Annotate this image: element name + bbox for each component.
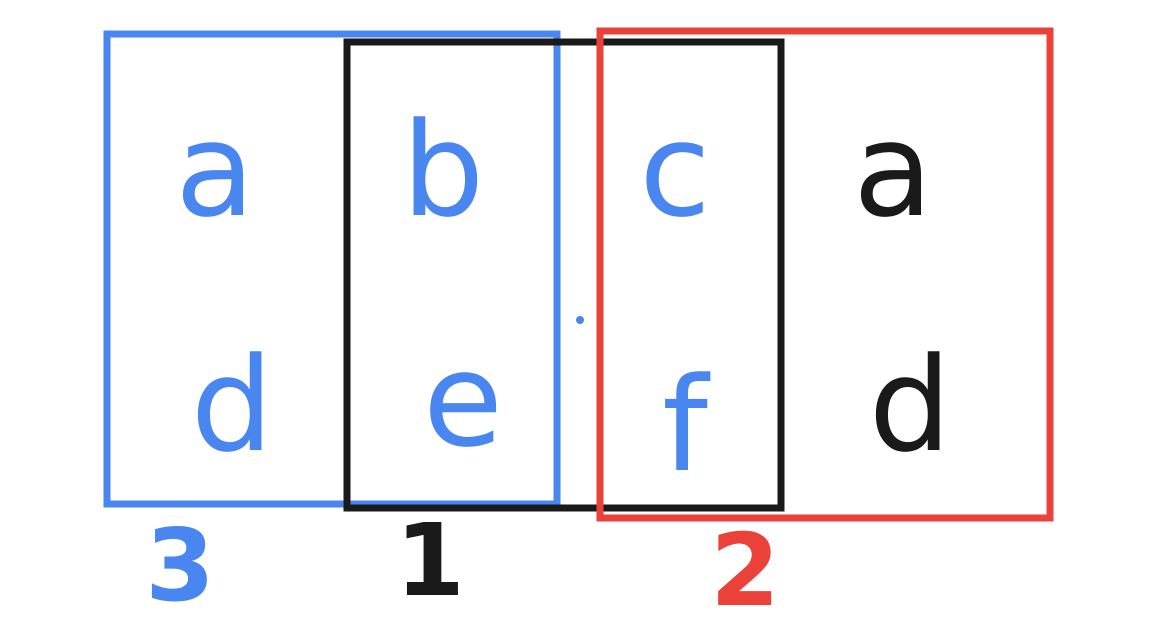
letter-top-1: a <box>175 94 255 246</box>
letter-top-4: a <box>853 94 933 246</box>
letter-top-3: c <box>639 94 710 246</box>
letter-bottom-2: e <box>423 324 503 476</box>
box-3-label: 3 <box>145 507 215 624</box>
box-2 <box>596 27 1054 522</box>
box-1 <box>343 38 785 512</box>
letter-bottom-1: d <box>191 329 274 481</box>
box-3 <box>103 30 561 508</box>
letter-bottom-3: f <box>662 349 711 501</box>
letter-bottom-4: d <box>869 329 952 481</box>
letter-top-2: b <box>402 94 485 246</box>
box-2-label: 2 <box>710 512 780 629</box>
stray-dot <box>576 316 584 324</box>
box-1-label: 1 <box>395 502 465 619</box>
